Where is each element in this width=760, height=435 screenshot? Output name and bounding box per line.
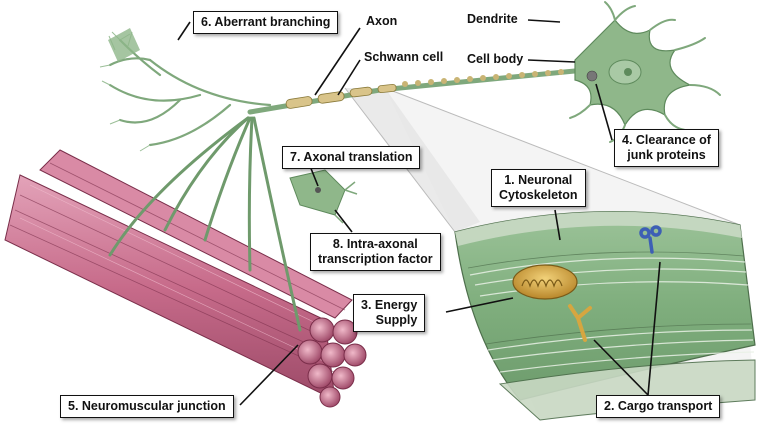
magnified-axon-section: [454, 210, 756, 421]
label-axonal-translation: 7. Axonal translation: [282, 146, 421, 169]
leader-lines: [177, 19, 661, 406]
label-dendrite: Dendrite: [467, 12, 518, 26]
label-schwann-cell: Schwann cell: [364, 50, 444, 64]
label-cargo-transport: 2. Cargo transport: [596, 395, 721, 418]
label-neuromuscular-junction: 5. Neuromuscular junction: [60, 395, 234, 418]
label-neuronal-cytoskeleton: 1. Neuronal Cytoskeleton: [491, 169, 586, 207]
neuron: [99, 1, 721, 332]
label-cell-body: Cell body: [467, 52, 524, 66]
label-intra-axonal-transcription-factor: 8. Intra-axonal transcription factor: [310, 233, 441, 271]
label-energy-supply: 3. Energy Supply: [353, 294, 426, 332]
label-clearance-junk-proteins: 4. Clearance of junk proteins: [614, 129, 719, 167]
label-aberrant-branching: 6. Aberrant branching: [193, 11, 339, 34]
label-axon: Axon: [366, 14, 398, 28]
muscle-bundle: [4, 149, 367, 408]
